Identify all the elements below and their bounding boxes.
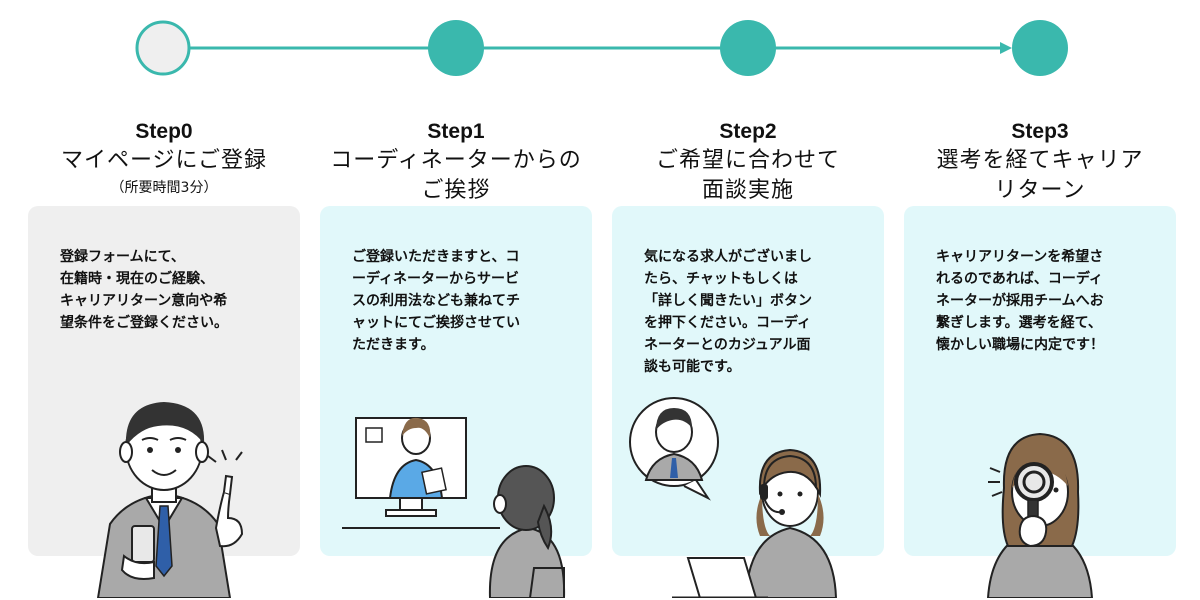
man-with-phone-pointing-icon [96, 402, 244, 598]
step-0-duration: （所要時間3分） [110, 180, 218, 196]
step-0-number: Step0 [135, 120, 193, 143]
step-0-body: 登録フォームにて、 在籍時・現在のご経験、 キャリアリターン意向や希 望条件をご… [60, 249, 228, 331]
step-0-name: マイページにご登録 [60, 148, 268, 173]
step-2: 気になる求人がございまし たら、チャットもしくは 「詳しく聞きたい」ボタン を押… [612, 118, 884, 598]
step-0-heading: Step0 マイページにご登録 （所要時間3分） [28, 118, 300, 198]
step2-marker [720, 20, 776, 76]
step-2-name: ご希望に合わせて 面談実施 [655, 148, 840, 203]
step-3-number: Step3 [1011, 120, 1069, 143]
step-2-body: 気になる求人がございまし たら、チャットもしくは 「詳しく聞きたい」ボタン を押… [644, 249, 812, 375]
step-3-heading: Step3 選考を経てキャリア リターン [904, 118, 1176, 206]
step-1-name: コーディネーターからの ご挨拶 [330, 148, 582, 203]
step0-marker [135, 20, 191, 76]
step3-marker [1012, 20, 1068, 76]
step-0: 登録フォームにて、 在籍時・現在のご経験、 キャリアリターン意向や希 望条件をご… [28, 118, 300, 598]
step-1-number: Step1 [427, 120, 485, 143]
woman-magnifying-glass-icon [986, 432, 1094, 598]
progress-timeline [135, 20, 1068, 76]
step-2-card: 気になる求人がございまし たら、チャットもしくは 「詳しく聞きたい」ボタン を押… [612, 206, 884, 556]
step-1-heading: Step1 コーディネーターからの ご挨拶 [320, 118, 592, 206]
step-3: キャリアリターンを希望さ れるのであれば、コーディ ネーターが採用チームへお 繋… [904, 118, 1176, 598]
step-1: ご登録いただきますと、コ ーディネーターからサービ スの利用法なども兼ねてチ ャ… [320, 118, 592, 598]
step1-marker [428, 20, 484, 76]
headset-woman-laptop-icon [629, 397, 838, 598]
step-3-name: 選考を経てキャリア リターン [936, 148, 1144, 203]
step-1-body: ご登録いただきますと、コ ーディネーターからサービ スの利用法なども兼ねてチ ャ… [352, 249, 520, 353]
video-call-woman-icon [342, 417, 566, 598]
step-3-body: キャリアリターンを希望さ れるのであれば、コーディ ネーターが採用チームへお 繋… [936, 249, 1104, 353]
step-2-heading: Step2 ご希望に合わせて 面談実施 [612, 118, 884, 206]
progress-arrowhead-icon [1000, 42, 1012, 54]
step-2-number: Step2 [719, 120, 777, 143]
